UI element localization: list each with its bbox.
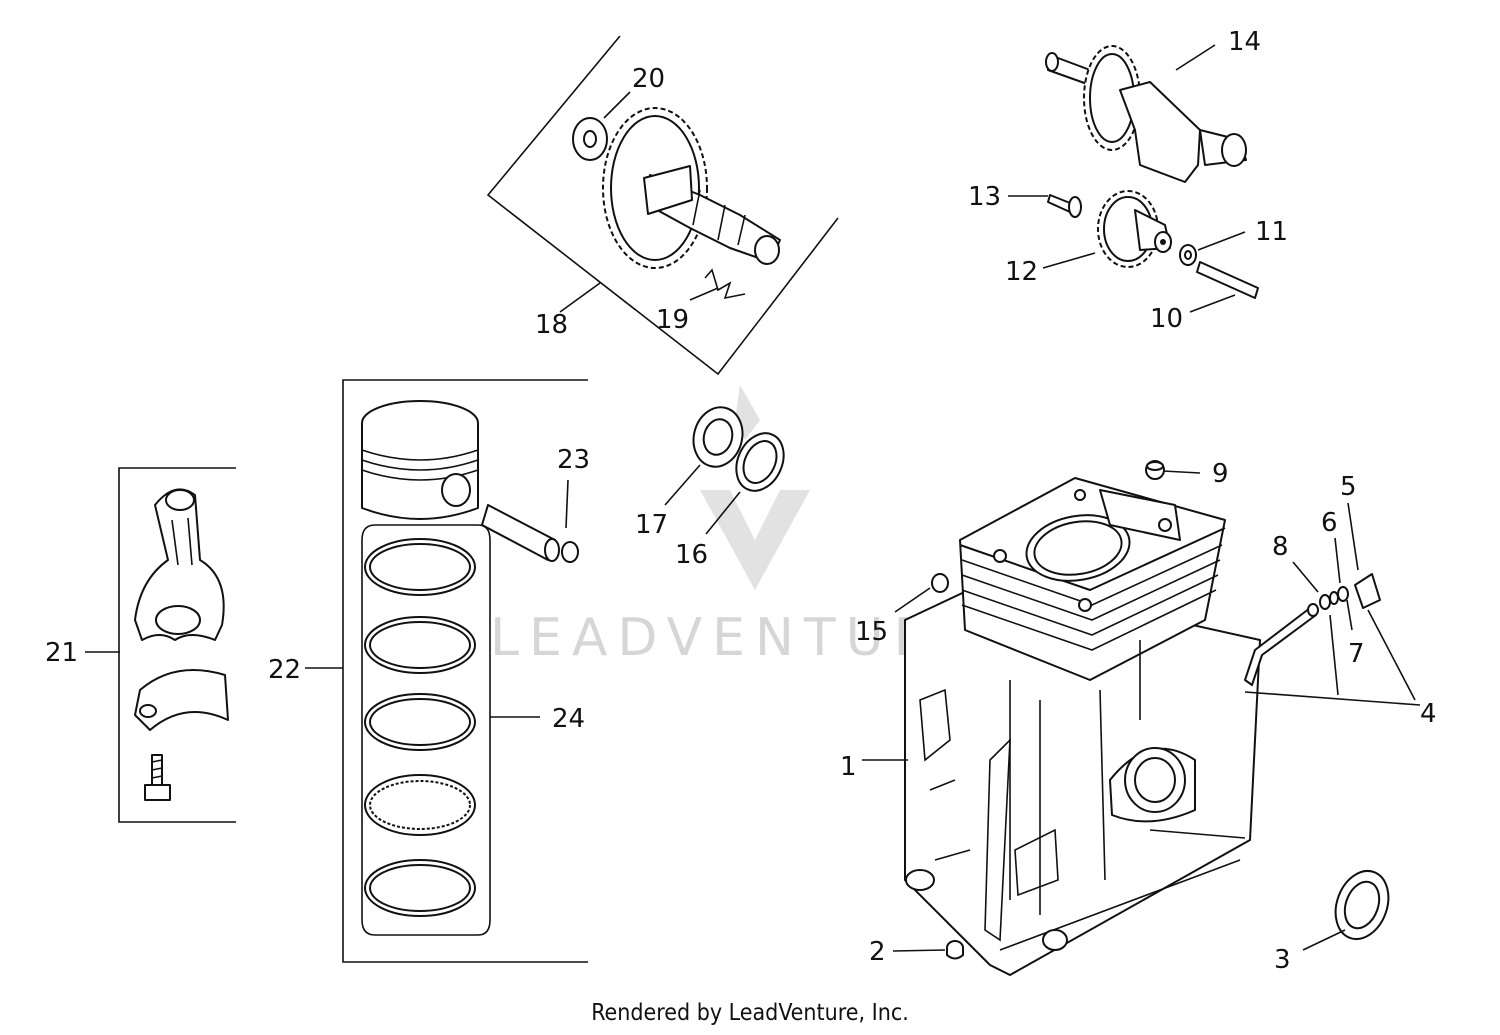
clip-7[interactable] bbox=[1329, 591, 1339, 605]
callout-17[interactable]: 17 bbox=[635, 510, 668, 540]
seal-16[interactable] bbox=[727, 426, 792, 499]
oil-seal-3[interactable] bbox=[1327, 864, 1398, 947]
washer-8[interactable] bbox=[1319, 594, 1331, 610]
callout-21[interactable]: 21 bbox=[45, 638, 78, 668]
callout-15[interactable]: 15 bbox=[855, 617, 888, 647]
footer-credit: Rendered by LeadVenture, Inc. bbox=[591, 1000, 909, 1026]
callout-1[interactable]: 1 bbox=[840, 752, 857, 782]
callout-10[interactable]: 10 bbox=[1150, 304, 1183, 334]
watermark-logo-icon bbox=[700, 385, 810, 590]
washer-6[interactable] bbox=[1337, 586, 1349, 602]
callout-3[interactable]: 3 bbox=[1274, 945, 1291, 975]
watermark: LEADVENTURE bbox=[490, 385, 983, 668]
callout-18[interactable]: 18 bbox=[535, 310, 568, 340]
dowel-9[interactable] bbox=[1145, 460, 1165, 480]
connecting-rod-21[interactable] bbox=[134, 488, 229, 801]
callout-22[interactable]: 22 bbox=[268, 655, 301, 685]
callout-labels: 1 2 3 4 5 6 7 8 9 10 11 12 13 14 15 16 1… bbox=[45, 27, 1437, 975]
callout-24[interactable]: 24 bbox=[552, 704, 585, 734]
watermark-text: LEADVENTURE bbox=[490, 608, 983, 668]
plug-2[interactable] bbox=[946, 940, 964, 960]
gear-12[interactable] bbox=[1097, 190, 1172, 268]
callout-7[interactable]: 7 bbox=[1348, 639, 1365, 669]
callout-12[interactable]: 12 bbox=[1005, 257, 1038, 287]
crankcase-group bbox=[862, 460, 1421, 976]
seal-17[interactable] bbox=[687, 402, 749, 472]
piston-group bbox=[305, 379, 588, 963]
plug-15[interactable] bbox=[931, 573, 949, 593]
pin-10[interactable] bbox=[1196, 261, 1259, 299]
crankshaft-group bbox=[1008, 44, 1259, 313]
governor-shaft-4[interactable] bbox=[1244, 603, 1319, 686]
spring-19[interactable] bbox=[704, 268, 746, 300]
callout-6[interactable]: 6 bbox=[1321, 508, 1338, 538]
crankshaft-14[interactable] bbox=[1045, 45, 1247, 183]
piston-rings-24[interactable] bbox=[361, 524, 491, 936]
callout-14[interactable]: 14 bbox=[1228, 27, 1261, 57]
callout-20[interactable]: 20 bbox=[632, 64, 665, 94]
seals-group bbox=[664, 402, 792, 535]
circlip-23[interactable] bbox=[561, 541, 579, 563]
piston-22[interactable] bbox=[361, 400, 479, 520]
crankcase-1[interactable] bbox=[904, 477, 1261, 976]
washer-11[interactable] bbox=[1179, 244, 1197, 266]
callout-13[interactable]: 13 bbox=[968, 182, 1001, 212]
callout-23[interactable]: 23 bbox=[557, 445, 590, 475]
callout-8[interactable]: 8 bbox=[1272, 532, 1289, 562]
piston-pin-23[interactable] bbox=[481, 504, 560, 562]
callout-11[interactable]: 11 bbox=[1255, 217, 1288, 247]
camshaft-18[interactable] bbox=[602, 107, 781, 269]
callout-19[interactable]: 19 bbox=[656, 305, 689, 335]
callout-9[interactable]: 9 bbox=[1212, 459, 1229, 489]
callout-16[interactable]: 16 bbox=[675, 540, 708, 570]
callout-4[interactable]: 4 bbox=[1420, 699, 1437, 729]
screw-13[interactable] bbox=[1047, 194, 1082, 218]
callout-2[interactable]: 2 bbox=[869, 937, 886, 967]
pin-5[interactable] bbox=[1354, 573, 1381, 609]
callout-5[interactable]: 5 bbox=[1340, 472, 1357, 502]
connecting-rod-group bbox=[85, 467, 236, 823]
washer-20[interactable] bbox=[572, 117, 608, 161]
camshaft-group bbox=[486, 35, 839, 376]
